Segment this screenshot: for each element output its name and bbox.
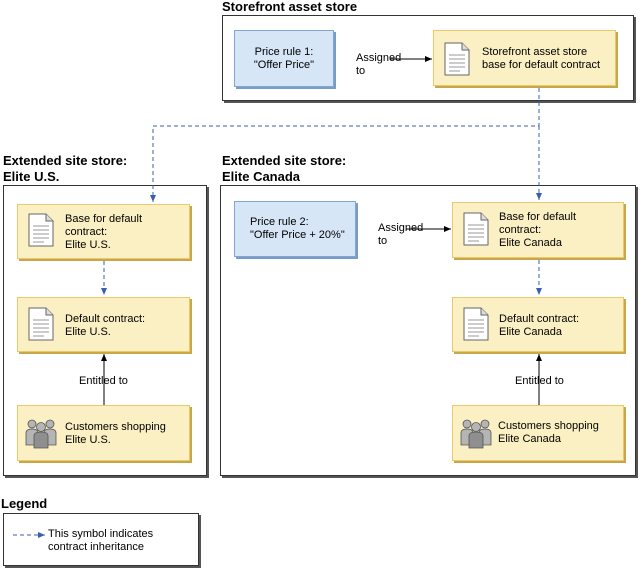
- ca-base-contract-text: Base for default contract: Elite Canada: [499, 211, 576, 250]
- us-default-line1: Default contract:: [65, 313, 146, 325]
- legend-frame: [3, 513, 199, 566]
- price-rule-1-line2: "Offer Price": [253, 58, 315, 71]
- asset-base-contract-box: Storefront asset store base for default …: [433, 30, 616, 86]
- customers-icon: [24, 415, 58, 453]
- assigned-2-line2: to: [378, 235, 388, 247]
- assigned-2-line1: Assigned: [378, 222, 424, 234]
- ca-customers-line2: Elite Canada: [498, 433, 561, 445]
- price-rule-2-line2: "Offer Price + 20%": [250, 229, 345, 241]
- ca-base-line1: Base for default: [499, 211, 577, 223]
- legend-text-line1: This symbol indicates: [48, 528, 154, 540]
- entitled-to-label-us: Entitled to: [79, 375, 128, 388]
- price-rule-2-box: Price rule 2: "Offer Price + 20%": [234, 201, 356, 257]
- elite-us-title-line1: Extended site store:: [3, 153, 128, 168]
- elite-canada-title-line2: Elite Canada: [222, 169, 301, 184]
- document-icon: [463, 307, 489, 345]
- us-base-contract-box: Base for default contract: Elite U.S.: [17, 204, 190, 259]
- price-rule-2-text: Price rule 2: "Offer Price + 20%": [250, 216, 355, 242]
- asset-base-line1: Storefront asset store: [482, 46, 588, 58]
- legend-title: Legend: [1, 496, 48, 511]
- elite-canada-store-title: Extended site store: Elite Canada: [222, 153, 346, 185]
- us-base-line3: Elite U.S.: [65, 239, 111, 251]
- assigned-1-line2: to: [356, 65, 366, 77]
- inheritance-arrow-asset-to-us: [150, 88, 540, 202]
- elite-us-store-title: Extended site store: Elite U.S.: [3, 153, 127, 185]
- legend-text-line2: contract inheritance: [48, 541, 144, 553]
- us-base-contract-text: Base for default contract: Elite U.S.: [65, 213, 142, 252]
- ca-base-line2: contract:: [499, 224, 542, 236]
- ca-customers-box: Customers shopping Elite Canada: [452, 405, 624, 461]
- asset-store-title: Storefront asset store: [222, 0, 358, 14]
- ca-base-line3: Elite Canada: [499, 237, 562, 249]
- legend-text: This symbol indicates contract inheritan…: [48, 528, 153, 554]
- price-rule-2-line1: Price rule 2:: [250, 216, 309, 228]
- customers-icon: [459, 415, 493, 453]
- price-rule-1-text: Price rule 1: "Offer Price": [235, 46, 333, 72]
- ca-default-contract-text: Default contract: Elite Canada: [499, 313, 579, 339]
- elite-us-title-line2: Elite U.S.: [3, 169, 60, 184]
- assigned-1-line1: Assigned: [356, 52, 402, 64]
- assigned-to-label-1: Assigned to: [356, 52, 401, 78]
- ca-default-line1: Default contract:: [499, 313, 580, 325]
- document-icon: [28, 307, 54, 345]
- us-default-contract-box: Default contract: Elite U.S.: [17, 297, 190, 352]
- ca-base-contract-box: Base for default contract: Elite Canada: [452, 202, 624, 258]
- us-base-line2: contract:: [65, 226, 108, 238]
- asset-base-line2: base for default contract: [482, 59, 601, 71]
- assigned-to-label-2: Assigned to: [378, 222, 423, 248]
- asset-base-contract-text: Storefront asset store base for default …: [482, 46, 600, 72]
- ca-customers-text: Customers shopping Elite Canada: [498, 420, 599, 446]
- us-base-line1: Base for default: [65, 213, 143, 225]
- us-default-line2: Elite U.S.: [65, 326, 111, 338]
- us-customers-box: Customers shopping Elite U.S.: [17, 405, 190, 461]
- ca-customers-line1: Customers shopping: [498, 420, 599, 432]
- us-customers-line2: Elite U.S.: [65, 434, 111, 446]
- elite-canada-title-line1: Extended site store:: [222, 153, 347, 168]
- us-customers-line1: Customers shopping: [65, 421, 166, 433]
- ca-default-contract-box: Default contract: Elite Canada: [452, 297, 624, 352]
- document-icon: [463, 212, 489, 250]
- price-rule-1-line1: Price rule 1:: [254, 45, 314, 58]
- us-default-contract-text: Default contract: Elite U.S.: [65, 313, 145, 339]
- price-rule-1-box: Price rule 1: "Offer Price": [234, 30, 334, 87]
- document-icon: [28, 213, 54, 251]
- document-icon: [444, 42, 470, 80]
- ca-default-line2: Elite Canada: [499, 326, 562, 338]
- us-customers-text: Customers shopping Elite U.S.: [65, 421, 166, 447]
